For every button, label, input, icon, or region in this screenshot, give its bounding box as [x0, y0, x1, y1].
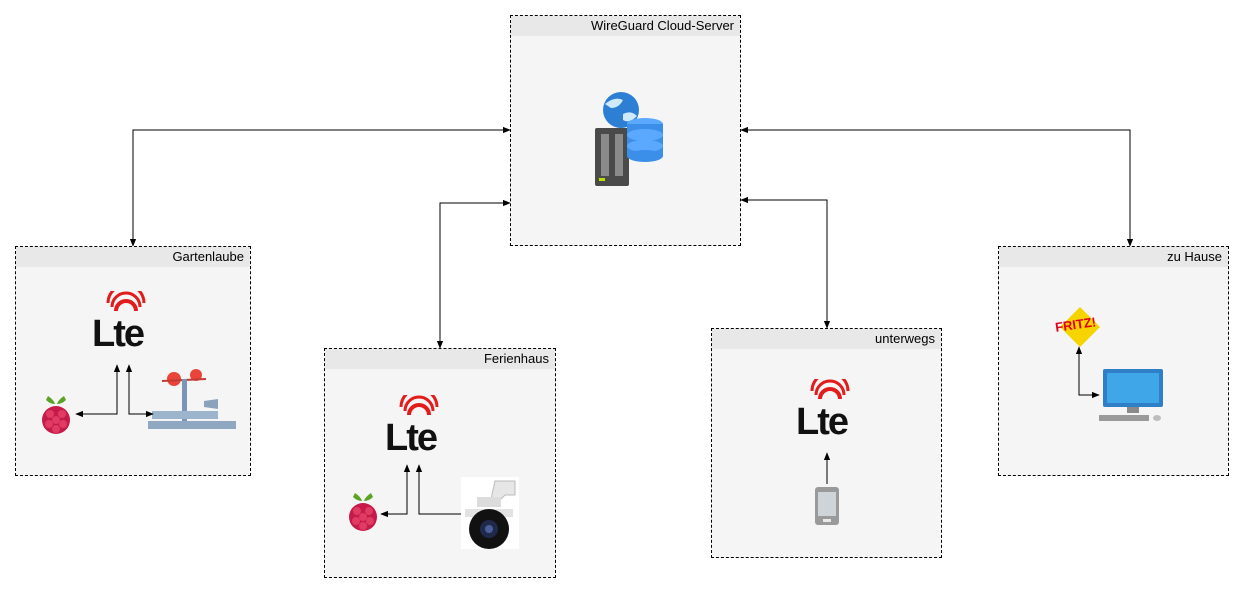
link-server-home: [740, 126, 1134, 247]
group-unterwegs-label: unterwegs: [712, 329, 941, 349]
smartphone-icon: [815, 487, 839, 525]
lte-logo-text: Lte: [385, 417, 438, 459]
link-server-unterwegs: [740, 196, 831, 329]
group-ferienhaus-label: Ferienhaus: [325, 349, 555, 369]
lte-logo-text: Lte: [796, 401, 849, 443]
group-server-label: WireGuard Cloud-Server: [511, 16, 740, 36]
desktop-computer-icon: [1099, 369, 1163, 421]
lte-icon: Lte: [792, 379, 862, 447]
group-home: zu Hause FRITZ!: [998, 246, 1229, 476]
server-database-icon: [595, 92, 663, 186]
group-server: WireGuard Cloud-Server: [510, 15, 741, 246]
group-gartenlaube: Gartenlaube Lte: [15, 246, 251, 476]
lte-icon: Lte: [88, 291, 158, 359]
raspberry-pi-icon: [349, 493, 377, 531]
link-server-gartenlaube: [129, 126, 511, 247]
group-home-label: zu Hause: [999, 247, 1228, 267]
home-internal-links: [1075, 346, 1100, 399]
garten-internal-links: [75, 364, 154, 418]
anemometer-icon: [148, 369, 236, 429]
raspberry-pi-icon: [42, 396, 70, 434]
link-server-ferienhaus: [436, 199, 511, 349]
group-gartenlaube-label: Gartenlaube: [16, 247, 250, 267]
group-unterwegs: unterwegs Lte: [711, 328, 942, 558]
lte-logo-text: Lte: [92, 313, 145, 355]
lte-icon: Lte: [381, 395, 451, 463]
ptz-camera-icon: [461, 477, 519, 549]
fritzbox-icon: FRITZ!: [1054, 307, 1105, 347]
ferien-internal-links: [380, 464, 461, 518]
group-ferienhaus: Ferienhaus Lte: [324, 348, 556, 578]
unterwegs-internal-links: [823, 452, 831, 484]
